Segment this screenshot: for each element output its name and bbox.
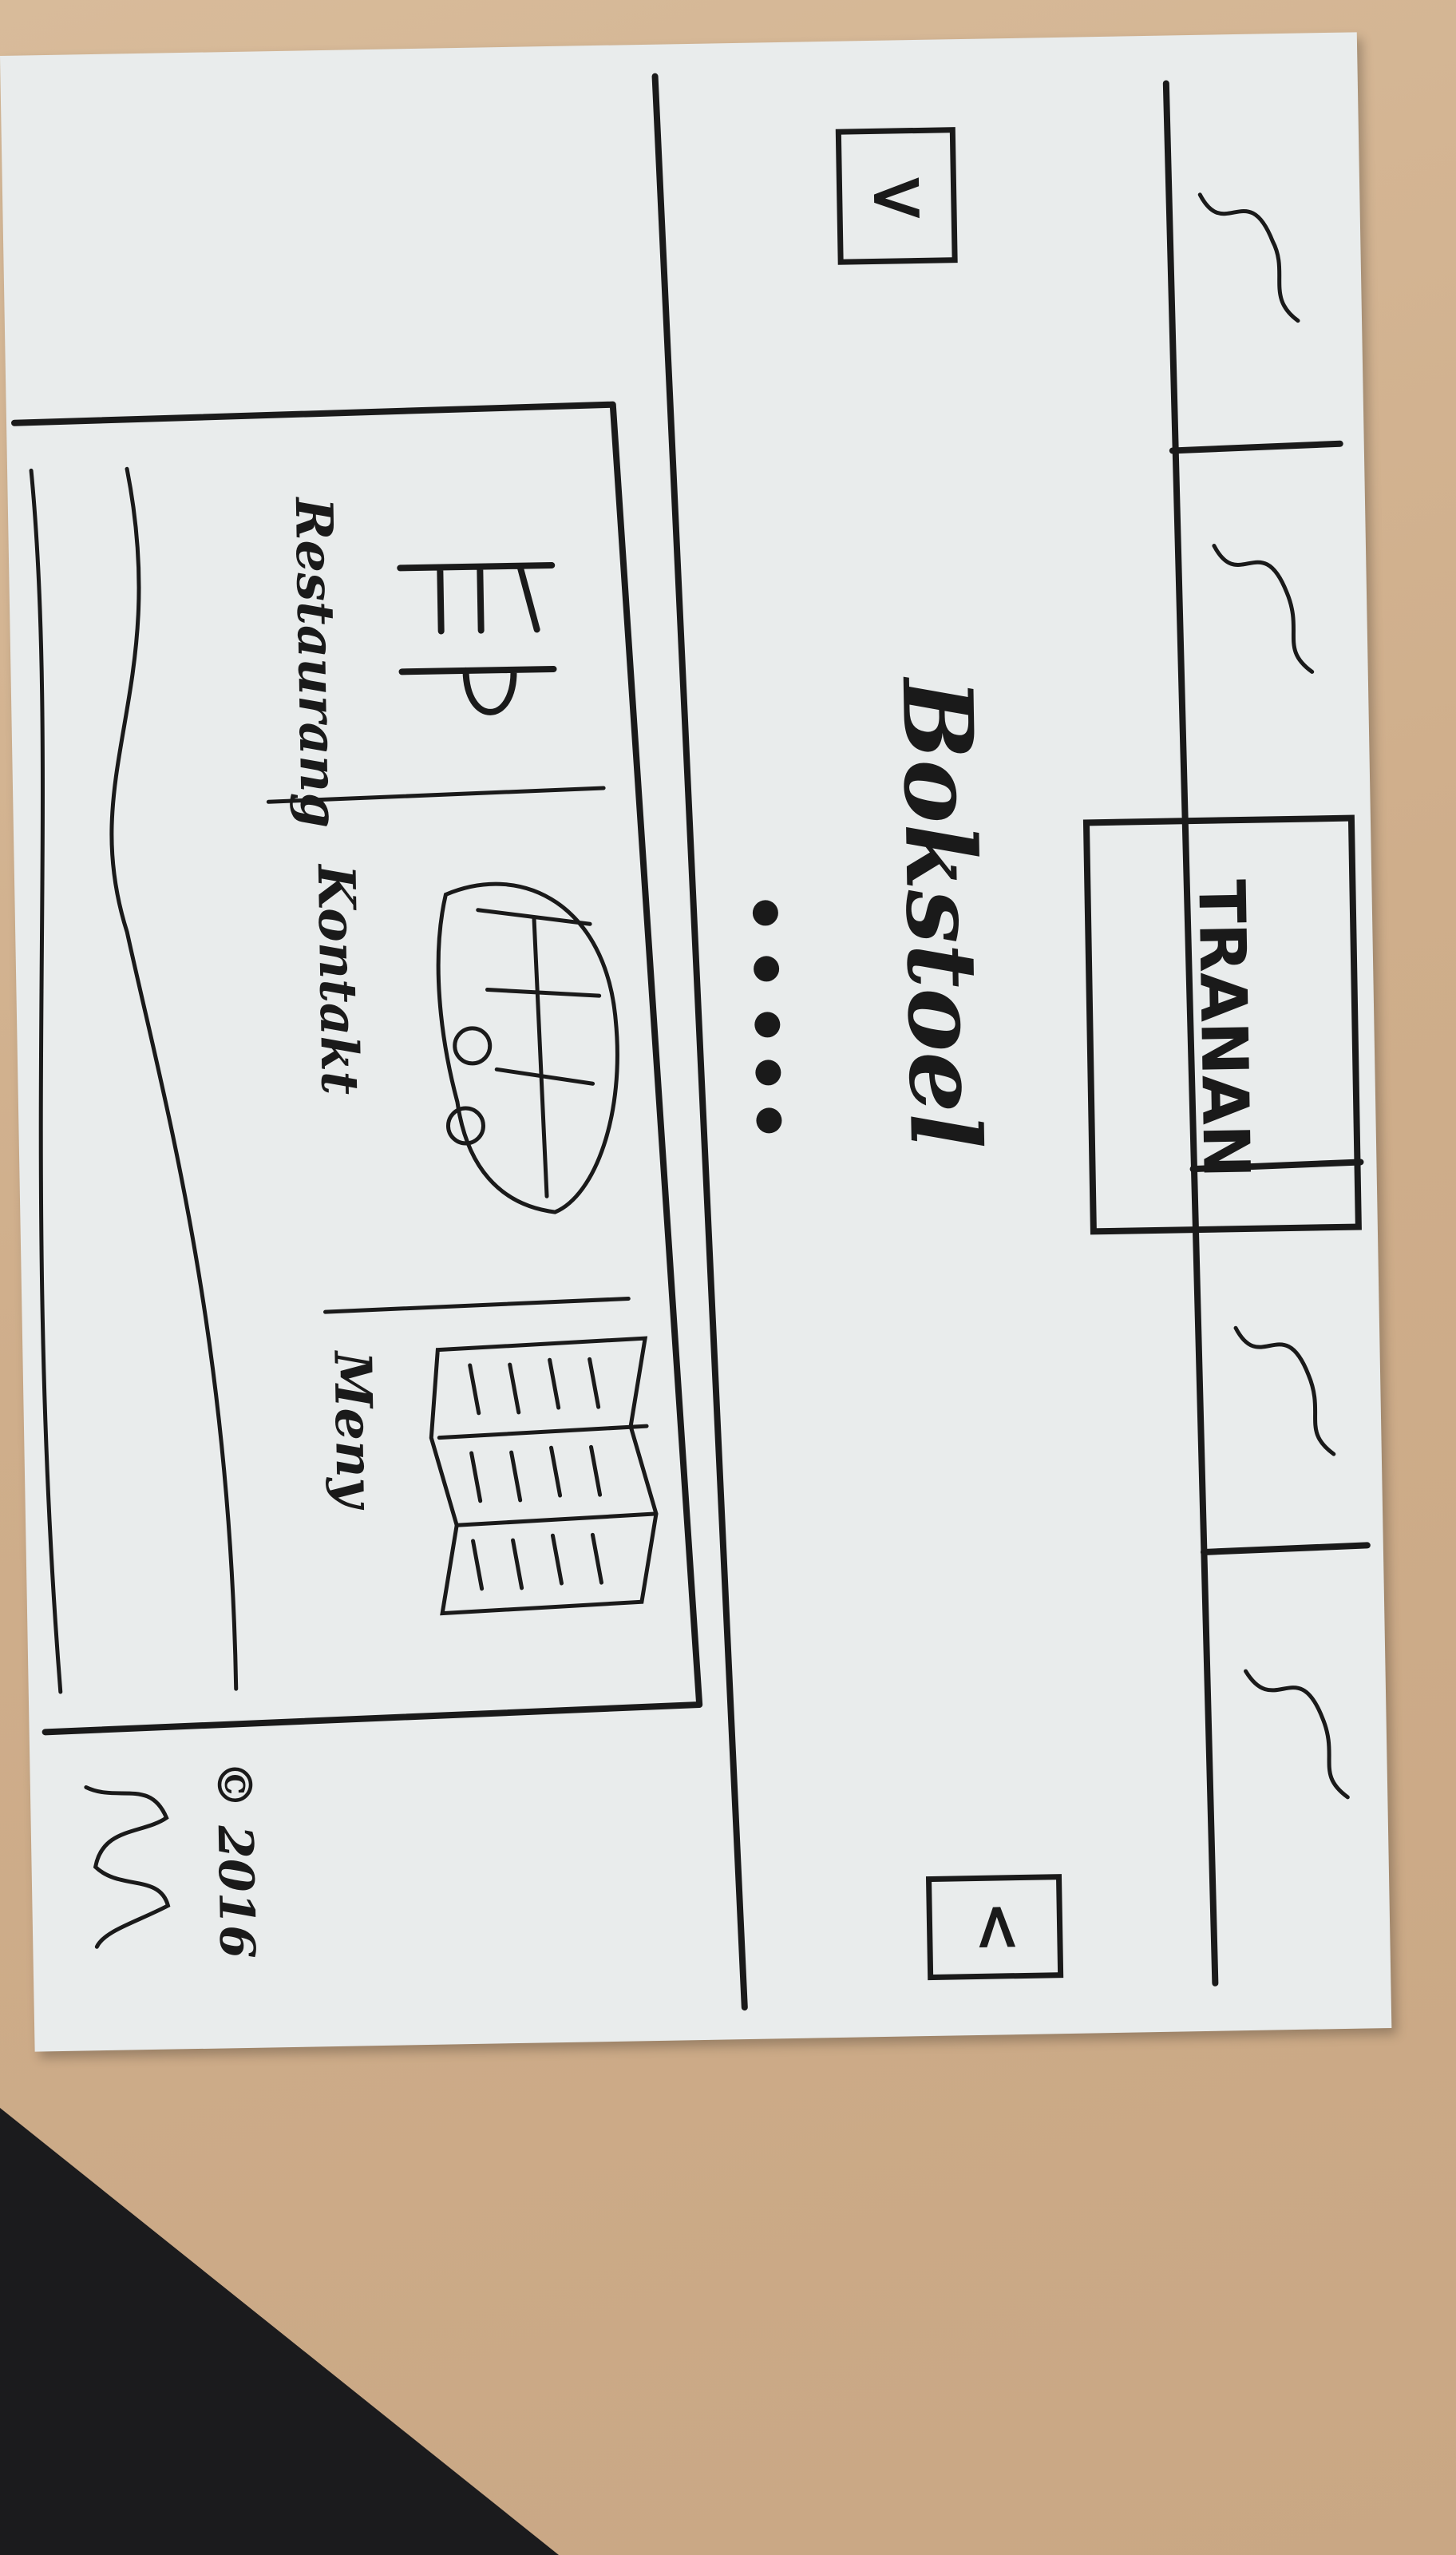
chevron-left-icon: < — [865, 153, 928, 239]
tile-label: Kontakt — [305, 864, 370, 1095]
footer-copyright: © 2016 — [205, 1760, 265, 1959]
header-box[interactable]: TRANAN — [1082, 814, 1362, 1235]
tile-label: Restaurang — [283, 497, 349, 829]
tile-kontakt[interactable]: Kontakt — [277, 828, 628, 1281]
slider-dots[interactable] — [733, 881, 801, 1137]
wireframe-lines — [11, 73, 1371, 2011]
tile-label: Meny — [322, 1350, 385, 1508]
header-box-label: TRANAN — [1184, 878, 1264, 1179]
prev-button[interactable]: < — [835, 127, 958, 265]
fork-knife-icon — [397, 562, 557, 715]
chevron-down-icon: > — [957, 1899, 1033, 1955]
next-button[interactable]: > — [925, 1874, 1064, 1981]
page-title: Bokstoel — [880, 677, 1002, 1151]
tile-restaurang[interactable]: Restaurang — [255, 461, 619, 829]
desk-background-object — [0, 2108, 559, 2555]
map-icon — [436, 881, 619, 1214]
folded-menu-icon — [429, 1336, 659, 1616]
paper-sketch: < > TRANAN Bokstoel Restaurang Kontakt — [0, 32, 1392, 2052]
tile-meny[interactable]: Meny — [286, 1314, 659, 1688]
signature — [84, 1785, 171, 1949]
